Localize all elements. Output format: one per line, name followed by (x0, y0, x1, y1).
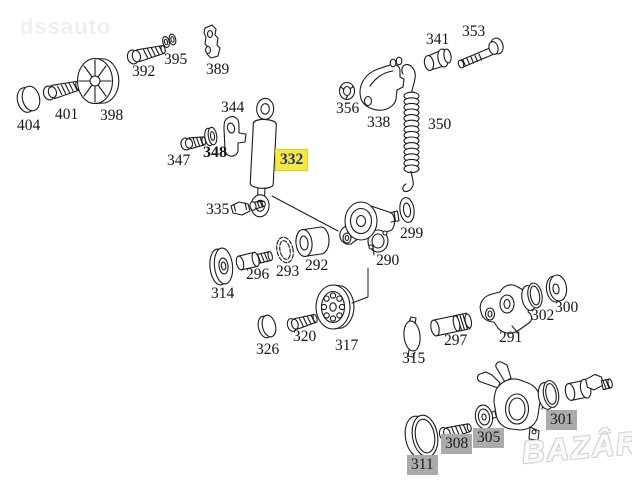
part-housing-drawing (476, 361, 544, 441)
part-callout-291[interactable]: 291 (499, 329, 523, 346)
part-callout-401[interactable]: 401 (55, 106, 79, 123)
part-callout-314[interactable]: 314 (211, 285, 235, 302)
part-callout-395[interactable]: 395 (164, 51, 188, 68)
part-335-nut-drawing (230, 200, 266, 216)
part-callout-326[interactable]: 326 (256, 341, 280, 358)
part-callout-404[interactable]: 404 (17, 117, 41, 134)
part-296-bolt-drawing (235, 251, 273, 271)
part-404-cap-drawing (16, 85, 41, 113)
part-fitting-drawing (564, 373, 613, 401)
part-348-washer-drawing (204, 126, 218, 147)
part-callout-348[interactable]: 348 (203, 144, 227, 161)
part-callout-353[interactable]: 353 (462, 23, 486, 40)
part-326-cap-drawing (257, 314, 277, 339)
part-callout-335[interactable]: 335 (206, 201, 230, 218)
part-401-bolt-drawing (42, 80, 82, 101)
part-338-bracket-drawing (359, 56, 405, 111)
leader-line-290-317 (351, 267, 369, 304)
part-353-bolt-drawing (457, 37, 504, 69)
part-callout-389[interactable]: 389 (206, 61, 230, 78)
part-callout-305[interactable]: 305 (473, 428, 505, 448)
part-293-washer-drawing (276, 236, 294, 264)
part-317-roller-drawing (315, 284, 355, 330)
part-344-bracket-drawing (223, 116, 247, 157)
part-callout-392[interactable]: 392 (132, 63, 156, 80)
part-callout-293[interactable]: 293 (276, 263, 300, 280)
part-332-damper-drawing (249, 97, 277, 218)
part-392-bolt-drawing (126, 45, 166, 65)
part-398-pulley-drawing (76, 57, 120, 105)
part-callout-297[interactable]: 297 (444, 332, 468, 349)
part-callout-296[interactable]: 296 (246, 266, 270, 283)
part-callout-317[interactable]: 317 (335, 337, 359, 354)
part-callout-344[interactable]: 344 (221, 99, 245, 116)
part-300-washer-drawing (545, 274, 568, 303)
part-320-bolt-drawing (286, 313, 318, 332)
part-callout-320[interactable]: 320 (293, 328, 317, 345)
part-callout-341[interactable]: 341 (426, 31, 450, 48)
part-callout-315[interactable]: 315 (402, 350, 426, 367)
part-callout-292[interactable]: 292 (305, 257, 329, 274)
part-callout-311[interactable]: 311 (407, 455, 438, 475)
part-callout-300[interactable]: 300 (555, 299, 579, 316)
part-290-tensioner-drawing (339, 201, 400, 253)
watermark-dssauto: dssauto (20, 14, 112, 39)
part-314-disc-drawing (209, 247, 234, 286)
part-callout-338[interactable]: 338 (367, 114, 391, 131)
part-356-nut-drawing (338, 81, 356, 101)
part-299-ring-drawing (399, 197, 415, 223)
part-291-bracket-drawing (479, 284, 533, 334)
part-callout-350[interactable]: 350 (428, 116, 452, 133)
part-callout-302[interactable]: 302 (531, 307, 555, 324)
part-callout-299[interactable]: 299 (400, 225, 424, 242)
part-302-rings-drawing (521, 282, 543, 311)
part-297-pin-drawing (430, 312, 473, 337)
part-389-bracket-drawing (203, 24, 221, 59)
part-callout-356[interactable]: 356 (336, 100, 360, 117)
part-callout-290[interactable]: 290 (376, 252, 400, 269)
part-395-washers-drawing (162, 33, 177, 48)
leader-line-332-290 (271, 195, 339, 232)
part-341-sleeve-drawing (423, 48, 452, 72)
part-callout-398[interactable]: 398 (100, 107, 124, 124)
part-350-spring-drawing (401, 64, 420, 193)
leader-line-290-label (372, 245, 375, 256)
part-callout-332[interactable]: 332 (275, 149, 309, 171)
part-301-ring-drawing (537, 380, 560, 410)
part-315-plate-drawing (403, 316, 421, 358)
part-callout-347[interactable]: 347 (167, 152, 191, 169)
part-311-cap-drawing (404, 414, 439, 459)
part-callout-308[interactable]: 308 (441, 434, 473, 454)
part-292-bushing-drawing (295, 226, 330, 258)
part-callout-301[interactable]: 301 (546, 410, 578, 430)
